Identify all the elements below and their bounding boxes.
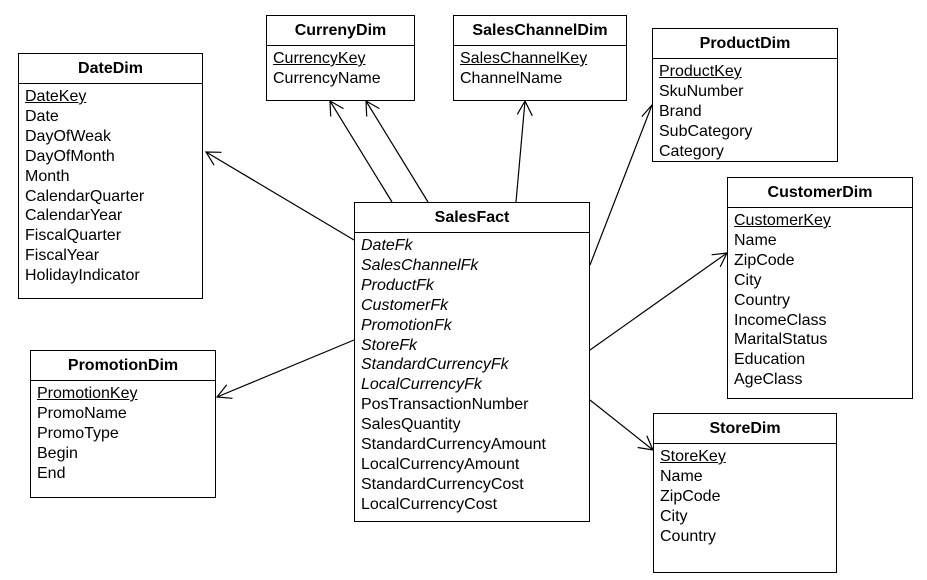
promotion-dim-title: PromotionDim (31, 351, 215, 381)
fiscal-year-field: FiscalYear (25, 247, 100, 265)
store-key-field: StoreKey (660, 448, 726, 465)
sales-quantity-field: SalesQuantity (361, 416, 461, 434)
currency-key-field: CurrencyKey (273, 50, 366, 67)
date-fk-field: DateFk (361, 237, 413, 254)
sales-channel-key-field: SalesChannelKey (460, 50, 588, 67)
arrow-salesfact-to-productdim (589, 103, 657, 266)
product-key-field: ProductKey (659, 63, 742, 80)
customer-fk-field: CustomerFk (361, 296, 449, 314)
date-dim-table: DateDim DateKey Date DayOfWeak DayOfMont… (18, 53, 203, 299)
calendar-quarter-field: CalendarQuarter (25, 187, 145, 205)
sales-channel-dim-title: SalesChannelDim (454, 16, 626, 46)
store-city-field: City (660, 507, 688, 525)
local-currency-cost-field: LocalCurrencyCost (361, 495, 498, 513)
promo-name-field: PromoName (37, 404, 127, 422)
customer-dim-table: CustomerDim CustomerKey Name ZipCode Cit… (727, 177, 913, 399)
product-dim-table: ProductDim ProductKey SkuNumber Brand Su… (652, 28, 838, 162)
promotion-dim-table: PromotionDim PromotionKey PromoName Prom… (30, 350, 216, 498)
sales-channel-dim-table: SalesChannelDim SalesChannelKey ChannelN… (453, 15, 627, 101)
arrow-salesfact-to-promotiondim (215, 339, 355, 399)
calendar-year-field: CalendarYear (25, 207, 123, 225)
customer-country-field: Country (734, 291, 791, 309)
store-name-field: Name (660, 467, 703, 485)
sub-category-field: SubCategory (659, 122, 753, 140)
currency-dim-table: CurrenyDim CurrencyKey CurrencyName (266, 15, 415, 101)
begin-field: Begin (37, 444, 78, 462)
date-dim-title: DateDim (19, 54, 202, 84)
income-class-field: IncomeClass (734, 311, 827, 329)
age-class-field: AgeClass (734, 371, 803, 389)
sales-fact-title: SalesFact (355, 203, 589, 233)
fiscal-quarter-field: FiscalQuarter (25, 227, 122, 245)
promotion-fk-field: PromotionFk (361, 316, 452, 334)
store-dim-table: StoreDim StoreKey Name ZipCode City Coun… (653, 413, 837, 573)
arrow-salesfact-to-storedim (589, 399, 654, 451)
holiday-indicator-field: HolidayIndicator (25, 267, 140, 285)
brand-field: Brand (659, 102, 702, 120)
category-field: Category (659, 142, 724, 160)
end-field: End (37, 464, 66, 482)
day-of-week-field: DayOfWeak (25, 127, 111, 145)
store-zip-code-field: ZipCode (660, 487, 721, 505)
customer-key-field: CustomerKey (734, 212, 831, 229)
channel-name-field: ChannelName (460, 69, 563, 87)
store-dim-title: StoreDim (654, 414, 836, 444)
standard-currency-fk-field: StandardCurrencyFk (361, 356, 509, 374)
local-currency-amount-field: LocalCurrencyAmount (361, 455, 520, 473)
standard-currency-cost-field: StandardCurrencyCost (361, 475, 524, 493)
month-field: Month (25, 167, 70, 185)
currency-name-field: CurrencyName (273, 69, 381, 87)
customer-zip-code-field: ZipCode (734, 251, 795, 269)
arrow-salesfact-to-datedim (204, 151, 355, 241)
sales-channel-fk-field: SalesChannelFk (361, 256, 479, 274)
day-of-month-field: DayOfMonth (25, 147, 115, 165)
date-key-field: DateKey (25, 88, 87, 105)
date-field: Date (25, 107, 59, 125)
store-country-field: Country (660, 527, 717, 545)
promotion-key-field: PromotionKey (37, 385, 138, 402)
arrow-salesfact-to-saleschanneldim (515, 99, 533, 203)
product-dim-title: ProductDim (653, 29, 837, 59)
sales-fact-table: SalesFact DateFk SalesChannelFk ProductF… (354, 202, 590, 522)
customer-dim-title: CustomerDim (728, 178, 912, 208)
product-fk-field: ProductFk (361, 276, 434, 294)
local-currency-fk-field: LocalCurrencyFk (361, 376, 482, 394)
arrow-salesfact-to-customerdim (589, 252, 729, 351)
customer-city-field: City (734, 271, 762, 289)
sku-number-field: SkuNumber (659, 82, 744, 100)
arrow-salesfact-to-currencydim-2 (365, 99, 429, 203)
pos-transaction-number-field: PosTransactionNumber (361, 396, 529, 414)
standard-currency-amount-field: StandardCurrencyAmount (361, 436, 546, 454)
education-field: Education (734, 351, 806, 369)
promo-type-field: PromoType (37, 424, 119, 442)
store-fk-field: StoreFk (361, 336, 418, 354)
currency-dim-title: CurrenyDim (267, 16, 414, 46)
arrow-salesfact-to-currencydim-1 (329, 99, 393, 203)
customer-name-field: Name (734, 231, 777, 249)
marital-status-field: MaritalStatus (734, 331, 828, 349)
